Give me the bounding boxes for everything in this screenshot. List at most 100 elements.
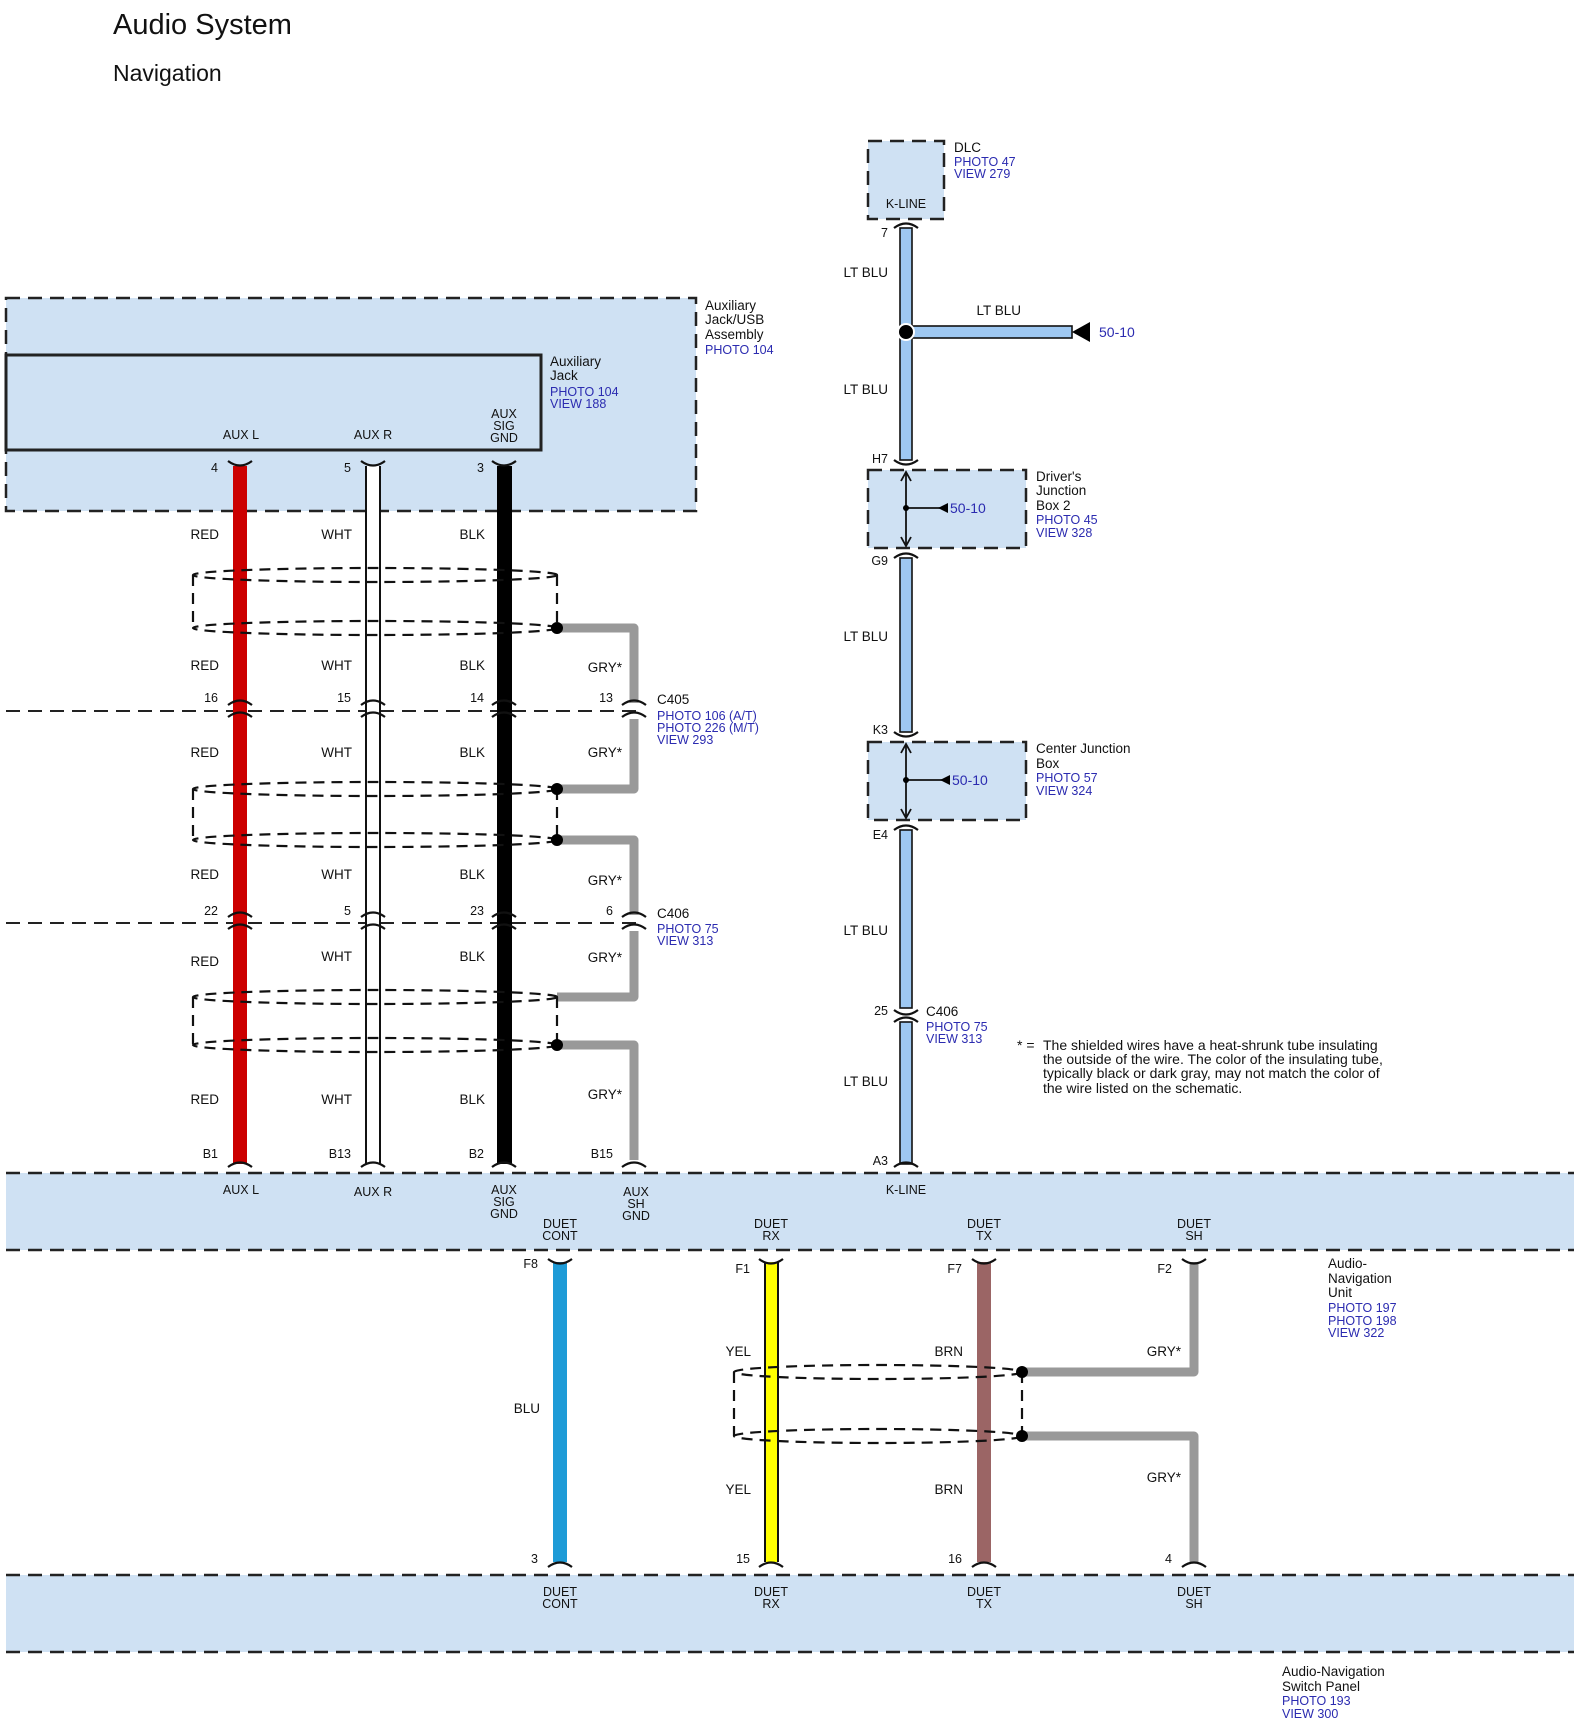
svg-text:SH: SH [627, 1197, 644, 1211]
page-subtitle: Navigation [113, 60, 222, 86]
svg-text:BLU: BLU [514, 1401, 540, 1416]
shield-wire-left [557, 623, 639, 1160]
svg-text:B15: B15 [591, 1147, 613, 1161]
wire-aux-l [233, 466, 247, 1164]
wire-aux-gnd [497, 466, 512, 1164]
svg-text:AUX L: AUX L [223, 1183, 259, 1197]
svg-text:PHOTO 193: PHOTO 193 [1282, 1694, 1351, 1708]
svg-text:AUX L: AUX L [223, 428, 259, 442]
svg-text:LT BLU: LT BLU [843, 1074, 888, 1089]
kline-colors: LT BLU LT BLU LT BLU LT BLU LT BLU LT BL… [843, 265, 1021, 1089]
svg-text:13: 13 [599, 691, 613, 705]
svg-text:RED: RED [190, 527, 219, 542]
cjb-label: Center Junction Box PHOTO 57 VIEW 324 50… [952, 741, 1131, 798]
c406-right-label: C406 PHOTO 75 VIEW 313 [926, 1004, 988, 1046]
svg-text:C406: C406 [926, 1004, 958, 1019]
svg-text:VIEW 328: VIEW 328 [1036, 526, 1092, 540]
svg-text:WHT: WHT [321, 658, 352, 673]
svg-text:Center Junction: Center Junction [1036, 741, 1131, 756]
svg-text:3: 3 [531, 1552, 538, 1566]
svg-text:Audio-Navigation: Audio-Navigation [1282, 1664, 1385, 1679]
svg-text:E4: E4 [873, 828, 888, 842]
pin-marks-left [227, 460, 647, 1168]
svg-text:Auxiliary: Auxiliary [705, 298, 756, 313]
svg-text:DUET: DUET [754, 1585, 788, 1599]
svg-text:WHT: WHT [321, 949, 352, 964]
svg-text:GRY*: GRY* [588, 745, 623, 760]
svg-text:GRY*: GRY* [588, 1087, 623, 1102]
svg-text:VIEW 188: VIEW 188 [550, 397, 606, 411]
svg-text:WHT: WHT [321, 1092, 352, 1107]
svg-text:DUET: DUET [543, 1217, 577, 1231]
svg-text:Box 2: Box 2 [1036, 498, 1071, 513]
kline-pin-numbers: 7 H7 G9 K3 E4 25 A3 [871, 226, 888, 1168]
svg-text:GND: GND [490, 1207, 518, 1221]
svg-text:RED: RED [190, 1092, 219, 1107]
splice-ref: 50-10 [1099, 324, 1135, 340]
svg-text:Jack: Jack [550, 368, 578, 383]
svg-text:Junction: Junction [1036, 483, 1086, 498]
svg-text:RED: RED [190, 867, 219, 882]
unit-label: Audio- Navigation Unit PHOTO 197 PHOTO 1… [1328, 1256, 1397, 1340]
switch-panel-pin-names: DUET CONT DUET RX DUET TX DUET SH [542, 1585, 1211, 1611]
svg-text:BLK: BLK [459, 1092, 485, 1107]
svg-text:DUET: DUET [967, 1217, 1001, 1231]
svg-text:PHOTO 45: PHOTO 45 [1036, 513, 1098, 527]
svg-text:4: 4 [1165, 1552, 1172, 1566]
dlc-label: DLC PHOTO 47 VIEW 279 K-LINE [886, 140, 1016, 211]
svg-text:RED: RED [190, 745, 219, 760]
aux-jack-box [4, 353, 543, 452]
svg-text:G9: G9 [871, 554, 888, 568]
svg-text:The shielded wires have a heat: The shielded wires have a heat-shrunk tu… [1043, 1037, 1378, 1053]
svg-text:RED: RED [190, 954, 219, 969]
svg-text:DUET: DUET [1177, 1217, 1211, 1231]
svg-text:GND: GND [490, 431, 518, 445]
svg-text:Audio-: Audio- [1328, 1256, 1367, 1271]
svg-text:15: 15 [736, 1552, 750, 1566]
svg-text:22: 22 [204, 904, 218, 918]
svg-text:Box: Box [1036, 756, 1060, 771]
wire-duet-sh [1023, 1262, 1199, 1562]
svg-text:BLK: BLK [459, 949, 485, 964]
svg-text:PHOTO 226 (M/T): PHOTO 226 (M/T) [657, 721, 759, 735]
aux-jack-label: Auxiliary Jack PHOTO 104 VIEW 188 [550, 354, 619, 411]
svg-text:DUET: DUET [967, 1585, 1001, 1599]
svg-text:PHOTO 57: PHOTO 57 [1036, 771, 1098, 785]
aux-assembly-label: Auxiliary Jack/USB Assembly PHOTO 104 [705, 298, 774, 357]
svg-text:16: 16 [204, 691, 218, 705]
svg-text:K-LINE: K-LINE [886, 1183, 926, 1197]
svg-text:B13: B13 [329, 1147, 351, 1161]
svg-text:CONT: CONT [542, 1229, 578, 1243]
svg-text:YEL: YEL [725, 1482, 751, 1497]
dlc-box [866, 139, 946, 221]
svg-text:PHOTO 104: PHOTO 104 [705, 343, 774, 357]
duet-pin-numbers: F8 F1 F7 F2 3 15 16 4 [523, 1257, 1172, 1566]
unit-band [6, 1173, 1574, 1250]
switch-panel-label: Audio-Navigation Switch Panel PHOTO 193 … [1282, 1664, 1385, 1721]
pin-marks-duet [547, 1258, 1207, 1568]
svg-text:C405: C405 [657, 692, 689, 707]
pin-numbers-left: 4 5 3 16 15 14 13 22 5 23 6 B1 B13 B2 B1… [203, 461, 613, 1161]
svg-text:F7: F7 [947, 1262, 962, 1276]
svg-text:WHT: WHT [321, 527, 352, 542]
duet-wire-colors: BLU YEL YEL BRN BRN GRY* GRY* [514, 1344, 1182, 1497]
svg-text:B1: B1 [203, 1147, 218, 1161]
svg-text:GND: GND [622, 1209, 650, 1223]
svg-text:VIEW 300: VIEW 300 [1282, 1707, 1338, 1721]
wire-duet-tx [977, 1262, 991, 1562]
svg-text:Unit: Unit [1328, 1285, 1352, 1300]
svg-text:PHOTO 75: PHOTO 75 [657, 922, 719, 936]
svg-text:BRN: BRN [934, 1482, 963, 1497]
svg-text:WHT: WHT [321, 867, 352, 882]
svg-text:PHOTO 106 (A/T): PHOTO 106 (A/T) [657, 709, 757, 723]
svg-text:RX: RX [762, 1597, 780, 1611]
svg-text:the wire listed on the schemat: the wire listed on the schematic. [1043, 1080, 1242, 1096]
svg-text:15: 15 [337, 691, 351, 705]
svg-text:GRY*: GRY* [588, 950, 623, 965]
svg-text:BLK: BLK [459, 867, 485, 882]
svg-text:Assembly: Assembly [705, 327, 764, 342]
svg-text:typically black or dark gray,: typically black or dark gray, may not ma… [1043, 1065, 1380, 1081]
wire-aux-r [365, 466, 381, 1164]
svg-text:H7: H7 [872, 452, 888, 466]
svg-text:RX: RX [762, 1229, 780, 1243]
